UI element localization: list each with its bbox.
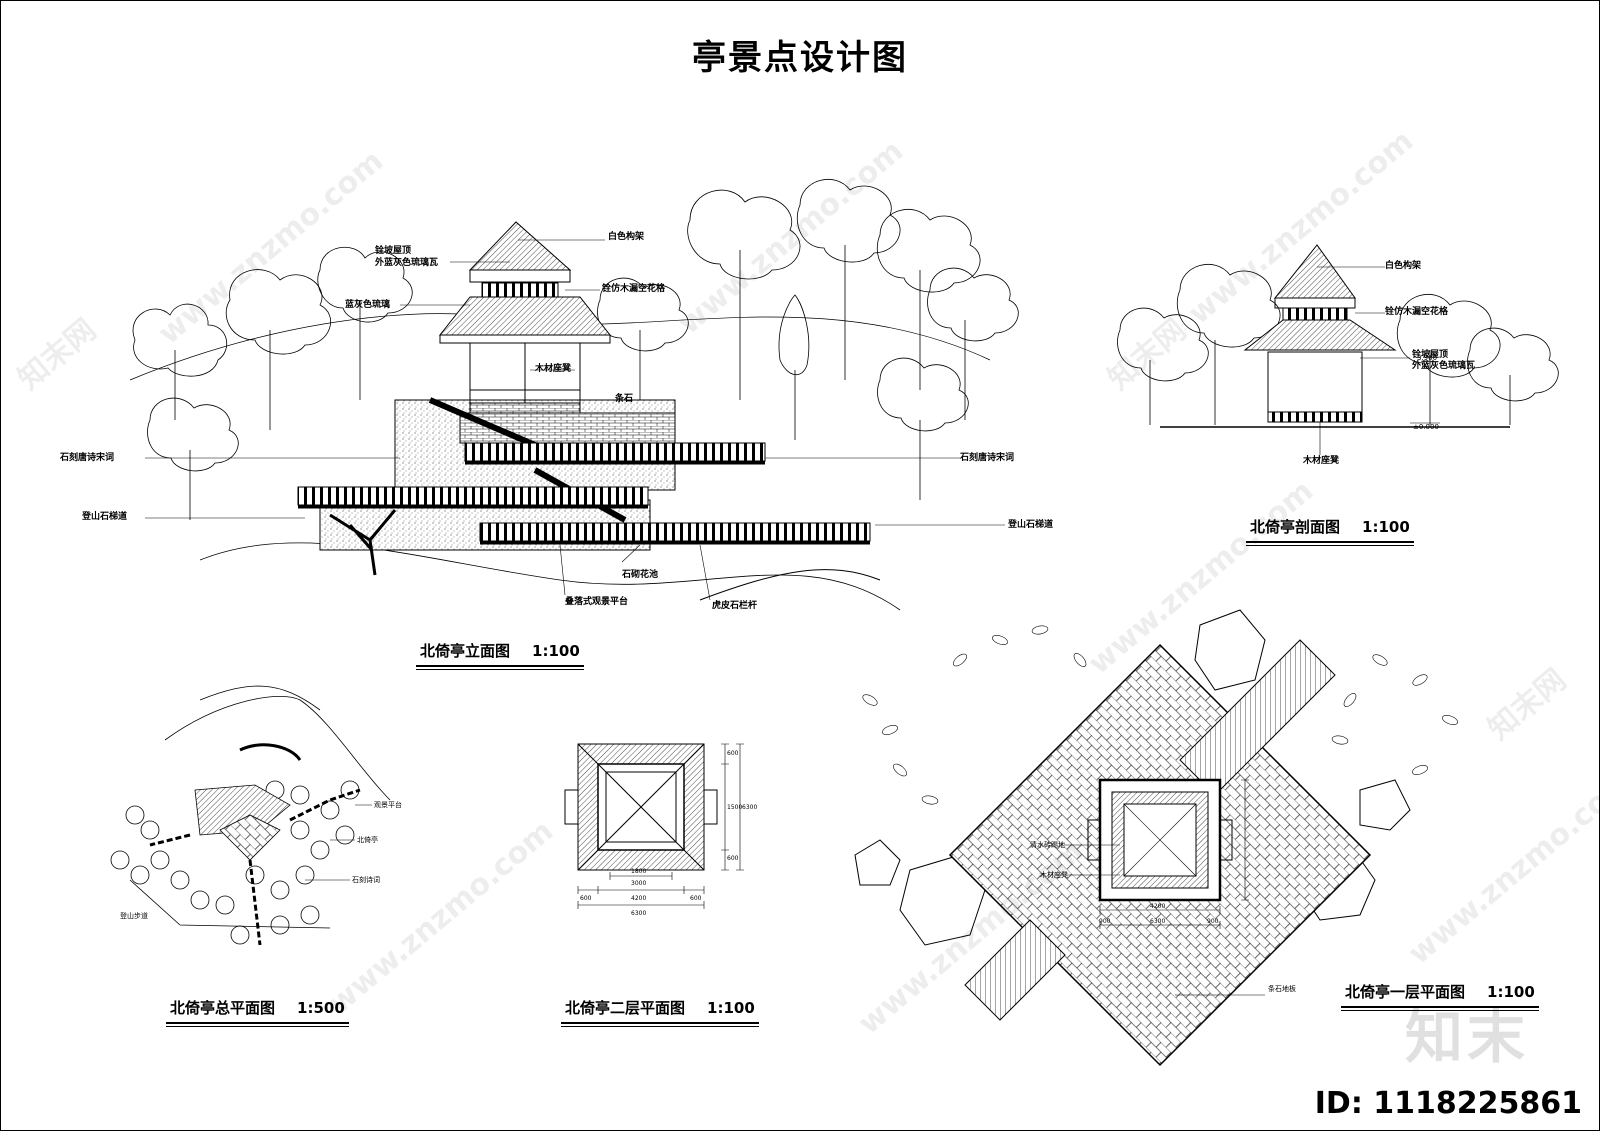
elevation-caption-text: 北倚亭立面图 bbox=[420, 642, 511, 660]
first-dim-900-right: 900 bbox=[1207, 918, 1219, 925]
dim-600-right: 600 bbox=[690, 895, 702, 902]
site-plan-scale: 1:500 bbox=[297, 999, 345, 1017]
elevation-drawing bbox=[129, 179, 1019, 611]
label-roof-top-2: 外蓝灰色琉璃瓦 bbox=[375, 258, 439, 268]
first-dim-6300: 6300 bbox=[1150, 918, 1166, 925]
label-poem-left: 石刻唐诗宋词 bbox=[60, 453, 115, 463]
site-label-pavilion: 北倚亭 bbox=[357, 836, 378, 844]
site-plan-drawing bbox=[110, 685, 391, 946]
section-label-lattice: 铨仿木漏空花格 bbox=[1385, 307, 1449, 317]
first-label-pool: 清水砖踢地 bbox=[1030, 841, 1065, 849]
label-flower-pool: 石砌花池 bbox=[622, 570, 659, 580]
label-platform: 叠落式观景平台 bbox=[565, 597, 629, 607]
dim-3000: 3000 bbox=[631, 880, 647, 887]
dim-4200: 4200 bbox=[631, 895, 647, 902]
site-label-platform: 观景平台 bbox=[374, 801, 402, 809]
site-label-poem: 石刻诗词 bbox=[352, 876, 380, 884]
dim-1500: 1500 bbox=[727, 804, 743, 811]
id-tag: ID: 1118225861 bbox=[1314, 1086, 1582, 1121]
dim-6300-vertical: 6300 bbox=[742, 804, 758, 811]
label-strip-stone: 条石 bbox=[615, 394, 634, 404]
site-label-path: 登山步道 bbox=[120, 912, 148, 920]
dim-600-top: 600 bbox=[727, 750, 739, 757]
first-dim-4200: 4200 bbox=[1150, 903, 1166, 910]
second-floor-scale: 1:100 bbox=[707, 999, 755, 1017]
elevation-scale: 1:100 bbox=[532, 642, 580, 660]
section-level-ground: ±0.000 bbox=[1413, 423, 1439, 431]
label-stairs-right: 登山石梯道 bbox=[1008, 520, 1054, 530]
section-label-white-frame: 白色构架 bbox=[1385, 261, 1422, 271]
first-floor-caption: 北倚亭一层平面图 1:100 bbox=[1341, 981, 1539, 1011]
site-plan-caption: 北倚亭总平面图 1:500 bbox=[166, 997, 349, 1027]
section-scale: 1:100 bbox=[1362, 518, 1410, 536]
label-white-frame: 白色构架 bbox=[608, 232, 645, 242]
first-floor-caption-text: 北倚亭一层平面图 bbox=[1345, 983, 1466, 1001]
first-label-bench: 木材座凳 bbox=[1040, 871, 1068, 879]
section-label-roof-2: 外蓝灰色琉璃瓦 bbox=[1412, 361, 1476, 371]
section-label-bench: 木材座凳 bbox=[1303, 456, 1340, 466]
section-drawing bbox=[1117, 244, 1559, 455]
second-floor-caption: 北倚亭二层平面图 1:100 bbox=[561, 997, 759, 1027]
label-wood-bench: 木材座凳 bbox=[535, 364, 572, 374]
dim-6300: 6300 bbox=[631, 910, 647, 917]
section-label-roof-1: 铨坡屋顶 bbox=[1412, 350, 1449, 360]
section-caption-text: 北倚亭剖面图 bbox=[1250, 518, 1341, 536]
label-poem-right: 石刻唐诗宋词 bbox=[960, 453, 1015, 463]
dim-1800: 1800 bbox=[631, 868, 647, 875]
site-plan-caption-text: 北倚亭总平面图 bbox=[170, 999, 276, 1017]
first-floor-plan-drawing bbox=[854, 609, 1458, 1067]
first-dim-900-left: 900 bbox=[1099, 918, 1111, 925]
elevation-caption: 北倚亭立面图 1:100 bbox=[416, 640, 584, 670]
second-floor-caption-text: 北倚亭二层平面图 bbox=[565, 999, 686, 1017]
label-blue-glaze: 蓝灰色琉璃 bbox=[345, 300, 391, 310]
label-lattice: 铨仿木漏空花格 bbox=[602, 284, 666, 294]
first-label-floor: 条石地板 bbox=[1268, 985, 1296, 993]
page-title: 亭景点设计图 bbox=[692, 38, 908, 78]
dim-600-left: 600 bbox=[580, 895, 592, 902]
label-roof-top-1: 铨坡屋顶 bbox=[375, 246, 412, 256]
section-level-top: 3.900 bbox=[1417, 354, 1438, 362]
label-railing: 虎皮石栏杆 bbox=[712, 601, 758, 611]
label-stairs-left: 登山石梯道 bbox=[82, 512, 128, 522]
first-floor-scale: 1:100 bbox=[1487, 983, 1535, 1001]
second-floor-plan-drawing bbox=[564, 743, 744, 909]
dim-600-bottom: 600 bbox=[727, 855, 739, 862]
section-caption: 北倚亭剖面图 1:100 bbox=[1246, 516, 1414, 546]
logo-watermark: 知末 bbox=[1405, 1003, 1530, 1071]
